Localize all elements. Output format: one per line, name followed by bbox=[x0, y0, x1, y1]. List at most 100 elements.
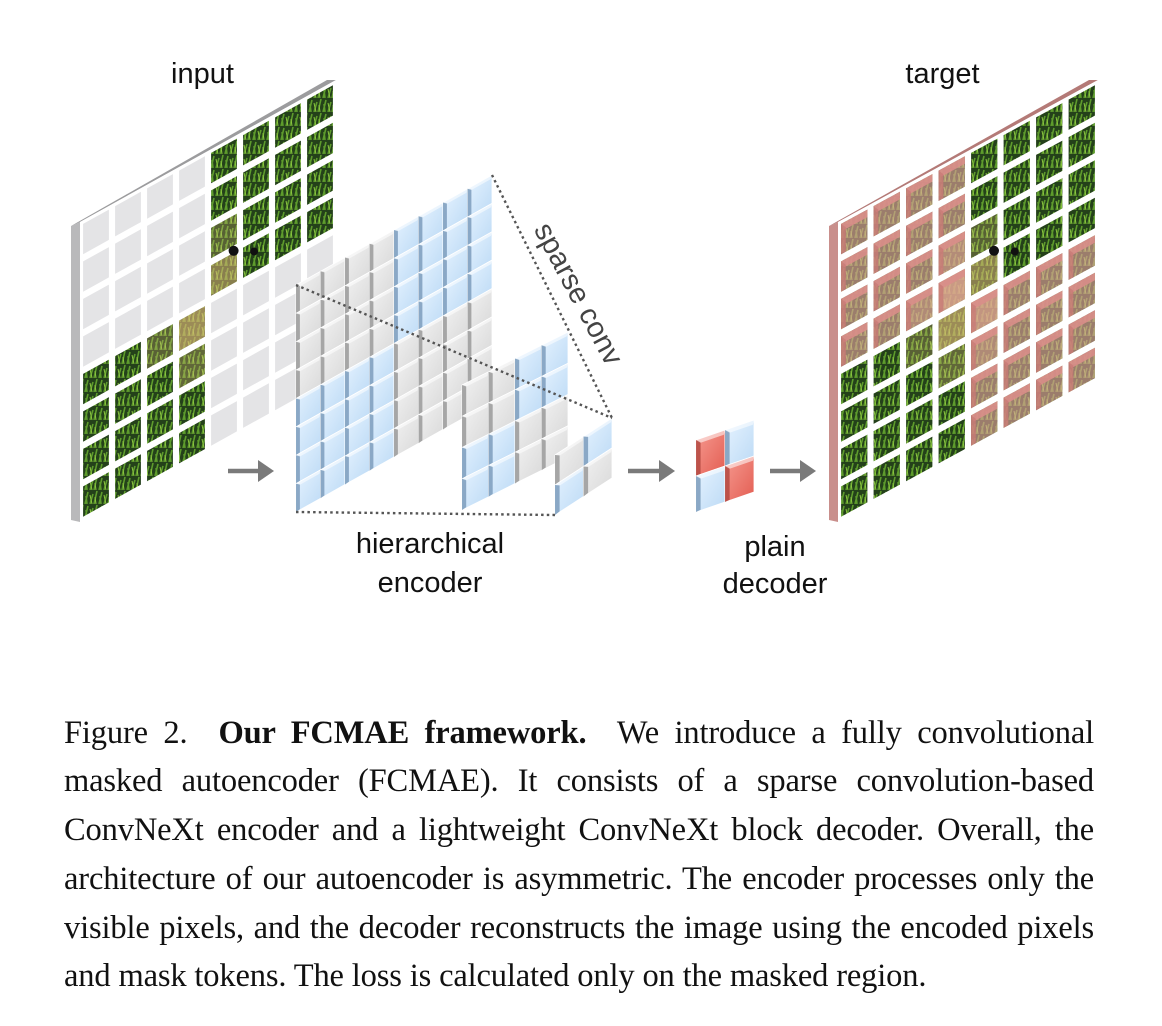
image-patch bbox=[1036, 215, 1063, 261]
image-patch bbox=[243, 195, 269, 241]
patch-rim bbox=[906, 263, 911, 294]
image-patch bbox=[83, 397, 109, 442]
masked-patch bbox=[275, 253, 301, 298]
masked-patch bbox=[115, 266, 141, 312]
image-patch bbox=[179, 381, 205, 426]
panel-face bbox=[80, 80, 336, 522]
image-patch bbox=[971, 176, 998, 221]
active-cell bbox=[488, 420, 516, 467]
arrow-head bbox=[800, 460, 816, 482]
patch-rim bbox=[1036, 290, 1063, 311]
inactive-cell bbox=[369, 257, 395, 302]
image-patch bbox=[906, 436, 933, 482]
patch-rim bbox=[971, 326, 998, 347]
dog-eye bbox=[228, 245, 239, 256]
image-patch bbox=[1003, 195, 1030, 241]
patch-rim bbox=[938, 268, 965, 290]
patch-rim bbox=[841, 261, 846, 292]
dog-patch-overlay bbox=[179, 306, 205, 351]
image-patch bbox=[147, 324, 173, 369]
arrow-encoder-to-decoder bbox=[628, 460, 675, 482]
patch-rim bbox=[1003, 397, 1009, 428]
active-cell bbox=[541, 331, 569, 378]
patch-rim bbox=[1068, 324, 1074, 355]
caption-title: Our FCMAE framework. bbox=[218, 714, 587, 751]
image-patch bbox=[906, 324, 933, 369]
patch-rim bbox=[1003, 270, 1030, 292]
patch-rim bbox=[1068, 347, 1095, 369]
dog-eye bbox=[989, 245, 999, 256]
image-patch bbox=[115, 454, 141, 499]
patch-rim bbox=[873, 191, 900, 213]
patch-rim bbox=[873, 318, 879, 349]
image-patch bbox=[243, 233, 269, 278]
masked-patch bbox=[147, 211, 173, 257]
image-patch bbox=[83, 434, 109, 480]
flow-arrows bbox=[228, 460, 816, 482]
diagonal-guide-line bbox=[295, 283, 613, 420]
image-patch bbox=[1068, 85, 1095, 130]
patch-rim bbox=[841, 284, 868, 305]
patch-rim bbox=[1003, 322, 1009, 353]
patch-rim bbox=[971, 340, 976, 371]
patch-rim bbox=[873, 304, 900, 325]
encoder-label-line1: hierarchical bbox=[355, 528, 505, 560]
dog-eye bbox=[250, 247, 259, 256]
patch-rim bbox=[1068, 310, 1095, 331]
patch-rim bbox=[971, 288, 998, 309]
patch-rim bbox=[906, 174, 933, 195]
masked-patch bbox=[243, 308, 269, 353]
masked-patch bbox=[211, 326, 237, 371]
image-patch bbox=[1003, 120, 1030, 166]
patch-rim bbox=[841, 322, 868, 343]
encoder-stage-3 bbox=[554, 417, 613, 516]
image-patch bbox=[275, 178, 301, 223]
masked-patch bbox=[243, 383, 269, 428]
masked-patch bbox=[115, 304, 141, 349]
inactive-cell bbox=[514, 407, 542, 453]
image-patch bbox=[938, 381, 965, 426]
patch-rim bbox=[1036, 267, 1041, 298]
encoder-stage-1 bbox=[295, 174, 493, 513]
masked-patch bbox=[147, 286, 173, 332]
patch-rim bbox=[841, 247, 868, 268]
image-patch bbox=[83, 359, 109, 405]
dog-patch-overlay bbox=[971, 251, 998, 296]
masked-patch bbox=[179, 231, 205, 276]
image-patch bbox=[179, 418, 205, 464]
patch-rim bbox=[971, 302, 976, 334]
panel-face bbox=[838, 80, 1098, 522]
patch-rim bbox=[1036, 379, 1041, 411]
patch-rim bbox=[1036, 328, 1063, 349]
patch-rim bbox=[938, 231, 965, 252]
inactive-cell bbox=[461, 402, 489, 449]
masked-patch bbox=[83, 284, 109, 330]
panel-top-edge bbox=[71, 80, 336, 226]
image-patch bbox=[841, 359, 868, 405]
active-cell bbox=[488, 451, 516, 498]
plain-decoder bbox=[695, 419, 755, 513]
image-patch bbox=[147, 361, 173, 407]
image-patch bbox=[243, 158, 269, 203]
patch-rim bbox=[1068, 287, 1074, 318]
active-cell bbox=[514, 344, 542, 391]
patch-rim bbox=[1068, 235, 1095, 256]
dog-eye bbox=[1010, 247, 1019, 256]
active-cell bbox=[554, 465, 584, 516]
patch-rim bbox=[938, 283, 944, 314]
masked-patch bbox=[243, 270, 269, 316]
image-patch bbox=[841, 434, 868, 480]
image-patch bbox=[115, 379, 141, 424]
patch-rim bbox=[1068, 272, 1095, 294]
hierarchical-encoder bbox=[295, 174, 613, 516]
masked-patch bbox=[275, 290, 301, 336]
image-patch bbox=[938, 343, 965, 389]
dog-patch-overlay bbox=[147, 324, 173, 369]
patch-rim bbox=[1003, 285, 1009, 316]
patch-rim bbox=[841, 223, 846, 255]
patch-rim bbox=[938, 245, 944, 276]
patch-rim bbox=[906, 188, 911, 219]
patch-rim bbox=[971, 363, 998, 384]
masked-patch bbox=[83, 209, 109, 255]
patch-rim bbox=[1068, 249, 1074, 280]
